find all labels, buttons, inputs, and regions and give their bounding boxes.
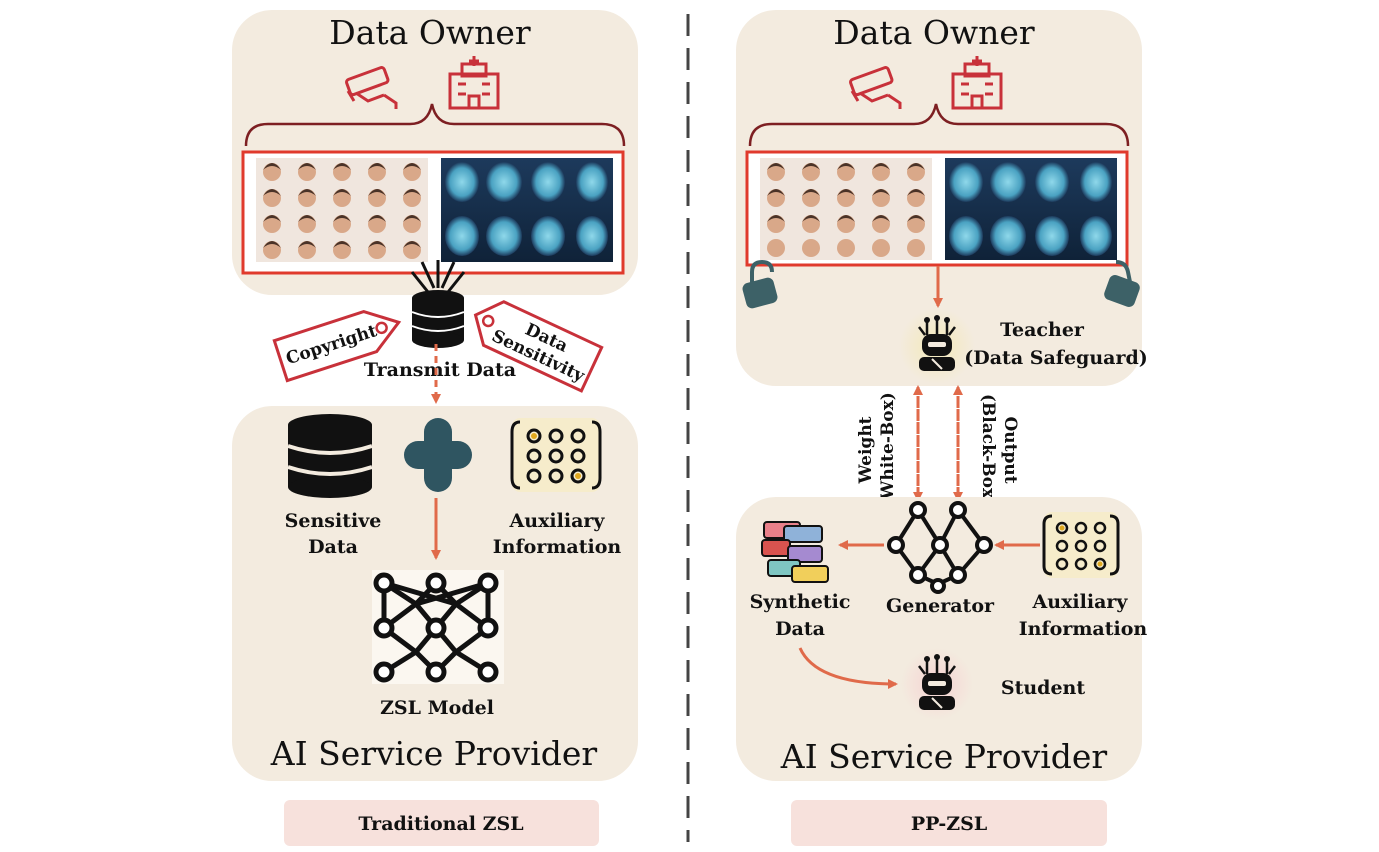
left-aux-label-line1: Auxiliary <box>509 510 606 532</box>
right-aux-label-line1: Auxiliary <box>1032 591 1129 613</box>
zsl-model-label: ZSL Model <box>380 697 494 719</box>
weight-label-line1: Weight <box>856 416 876 484</box>
right-mri-scans <box>945 158 1117 260</box>
synthetic-label-line2: Data <box>775 618 825 640</box>
right-brace <box>748 103 1130 147</box>
synthetic-to-student-arrow <box>798 647 898 689</box>
right-hospital-icon <box>951 56 1003 110</box>
student-label: Student <box>1001 677 1085 699</box>
right-aux-label-line2: Information <box>1019 618 1148 640</box>
left-caption: Traditional ZSL <box>358 813 523 835</box>
left-caption-box <box>284 800 599 846</box>
left-auxiliary-icon <box>510 418 602 492</box>
generator-network-icon <box>887 501 993 594</box>
left-camera-icon <box>345 66 398 109</box>
left-mri-scans <box>441 158 613 262</box>
left-owner-title: Data Owner <box>329 13 531 52</box>
right-camera-icon <box>849 66 902 109</box>
plus-icon <box>404 418 472 492</box>
left-provider-title: AI Service Provider <box>270 734 598 773</box>
right-auxiliary-icon <box>1042 512 1120 578</box>
left-face-photos <box>256 158 428 262</box>
right-panel-pp-zsl: Data Owner <box>736 10 1148 846</box>
generator-label: Generator <box>886 595 995 617</box>
output-label-line1: Output <box>1000 416 1020 483</box>
left-panel-traditional-zsl: Data Owner <box>232 10 638 846</box>
right-caption: PP-ZSL <box>911 813 987 835</box>
weight-label-line2: (White-Box) <box>878 392 898 508</box>
sensitive-database-icon <box>287 414 373 498</box>
synthetic-label-line1: Synthetic <box>750 591 851 613</box>
left-brace <box>244 103 626 147</box>
right-owner-title: Data Owner <box>833 13 1035 52</box>
right-provider-title: AI Service Provider <box>780 737 1108 776</box>
sensitive-data-label-line2: Data <box>308 536 358 558</box>
right-provider-box <box>736 497 1142 781</box>
left-hospital-icon <box>448 56 500 110</box>
synthetic-data-icon <box>761 521 829 583</box>
transmit-data-label: Transmit Data <box>364 359 516 381</box>
teacher-label-line2: (Data Safeguard) <box>964 347 1147 369</box>
output-label-line2: (Black-Box) <box>978 394 998 506</box>
right-face-photos <box>760 158 932 260</box>
copyright-tag: Copyright <box>272 310 402 383</box>
right-padlock-icon <box>1104 260 1140 307</box>
left-aux-label-line2: Information <box>493 536 622 558</box>
zsl-model-network-icon <box>372 570 504 684</box>
teacher-label-line1: Teacher <box>1000 319 1085 341</box>
sensitive-data-label-line1: Sensitive <box>285 510 382 532</box>
left-padlock-icon <box>742 259 778 309</box>
left-transmit-database-icon <box>410 260 466 348</box>
right-caption-box <box>791 800 1107 846</box>
